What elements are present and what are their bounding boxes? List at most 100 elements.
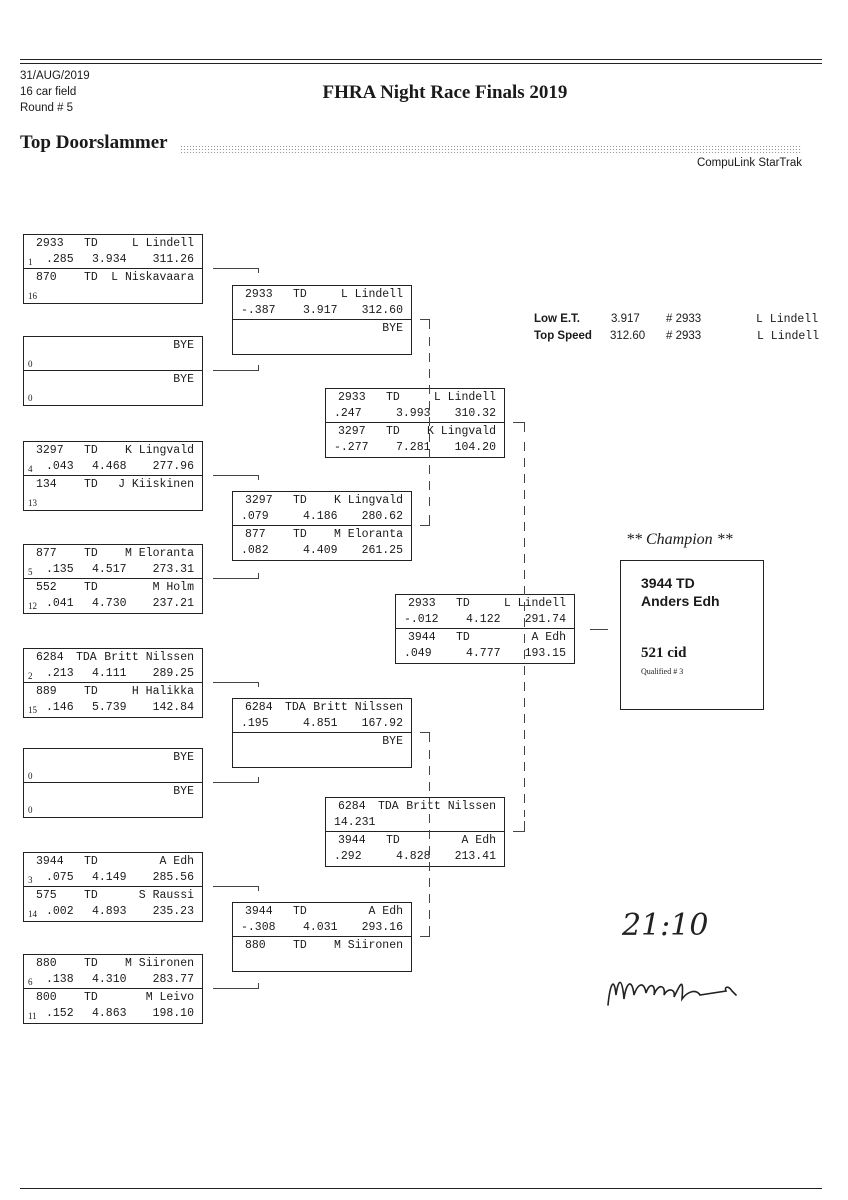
speed-mph: 293.16 <box>361 921 403 934</box>
reaction-time: -.012 <box>404 613 439 626</box>
car-number: 880 <box>245 939 266 952</box>
top-entry: BYE 0 <box>24 749 202 782</box>
connector-line <box>420 732 430 733</box>
driver-name: M Eloranta <box>333 528 403 541</box>
car-class: TD <box>84 581 98 594</box>
car-number: 552 <box>36 581 57 594</box>
car-number: 889 <box>36 685 57 698</box>
bye-label: BYE <box>382 735 403 748</box>
connector-line <box>213 268 259 269</box>
elapsed-time: 4.517 <box>92 563 127 576</box>
event-meta: 31/AUG/2019 16 car field Round # 5 <box>20 68 90 116</box>
elapsed-time: 7.281 <box>396 441 431 454</box>
bye-label: BYE <box>173 751 194 764</box>
car-number: 6284 <box>245 701 273 714</box>
seed-number: 16 <box>28 291 37 301</box>
reaction-time: .285 <box>46 253 74 266</box>
car-class: TD <box>84 855 98 868</box>
connector-line <box>213 988 259 989</box>
driver-name: H Halikka <box>131 685 194 698</box>
connector-line <box>429 449 430 458</box>
speed-mph: 312.60 <box>361 304 403 317</box>
reaction-time: .043 <box>46 460 74 473</box>
speed-mph: 104.20 <box>454 441 496 454</box>
connector-line <box>213 682 259 683</box>
reaction-time: .292 <box>334 850 362 863</box>
speed-mph: 280.62 <box>361 510 403 523</box>
connector-line <box>524 602 525 611</box>
driver-name: M Holm <box>152 581 194 594</box>
driver-name: L Lindell <box>131 237 194 250</box>
connector-line <box>429 766 430 775</box>
round-number: Round # 5 <box>20 102 74 114</box>
elapsed-time: 4.730 <box>92 597 127 610</box>
connector-line <box>213 782 259 783</box>
bye-label: BYE <box>173 373 194 386</box>
connector-line <box>429 497 430 506</box>
connector-line <box>429 319 430 329</box>
reaction-time: .082 <box>241 544 269 557</box>
bottom-entry: BYE <box>233 732 411 767</box>
connector-line <box>429 926 430 936</box>
connector-line <box>213 578 259 579</box>
car-class: TDA <box>378 800 399 813</box>
car-class: TD <box>293 528 307 541</box>
car-number: 2933 <box>245 288 273 301</box>
connector-line <box>524 634 525 643</box>
car-class: TD <box>84 271 98 284</box>
connector-line <box>429 910 430 919</box>
elapsed-time: 3.934 <box>92 253 127 266</box>
connector-line <box>524 506 525 515</box>
reaction-time: .075 <box>46 871 74 884</box>
champion-connector <box>590 629 608 630</box>
connector-line <box>524 650 525 659</box>
speed-mph: 310.32 <box>454 407 496 420</box>
reaction-time: .146 <box>46 701 74 714</box>
top-speed-driver: L Lindell <box>757 330 820 343</box>
driver-name: L Niskavaara <box>111 271 194 284</box>
car-class: TD <box>84 237 98 250</box>
field-size: 16 car field <box>20 86 77 98</box>
top-speed-value: 312.60 <box>610 330 646 342</box>
car-number: 870 <box>36 271 57 284</box>
connector-line <box>429 862 430 871</box>
car-number: 6284 <box>36 651 64 664</box>
top-rule <box>20 59 822 60</box>
driver-name: A Edh <box>368 905 403 918</box>
elapsed-time: 3.917 <box>303 304 338 317</box>
top-rule-2 <box>20 63 822 64</box>
seed-number: 13 <box>28 498 37 508</box>
elapsed-time: 4.122 <box>466 613 501 626</box>
driver-name: J Kiiskinen <box>118 478 194 491</box>
page-title: FHRA Night Race Finals 2019 <box>322 82 568 103</box>
car-class: TDA <box>76 651 97 664</box>
driver-name: M Siironen <box>124 957 194 970</box>
connector-line <box>258 983 259 988</box>
seed-number: 0 <box>28 771 33 781</box>
reaction-time: 14.231 <box>334 816 376 829</box>
reaction-time: .049 <box>404 647 432 660</box>
elapsed-time: 4.111 <box>92 667 127 680</box>
connector-line <box>258 268 259 273</box>
connector-line <box>258 682 259 687</box>
speed-mph: 311.26 <box>152 253 194 266</box>
car-number: 877 <box>245 528 266 541</box>
connector-line <box>524 666 525 675</box>
